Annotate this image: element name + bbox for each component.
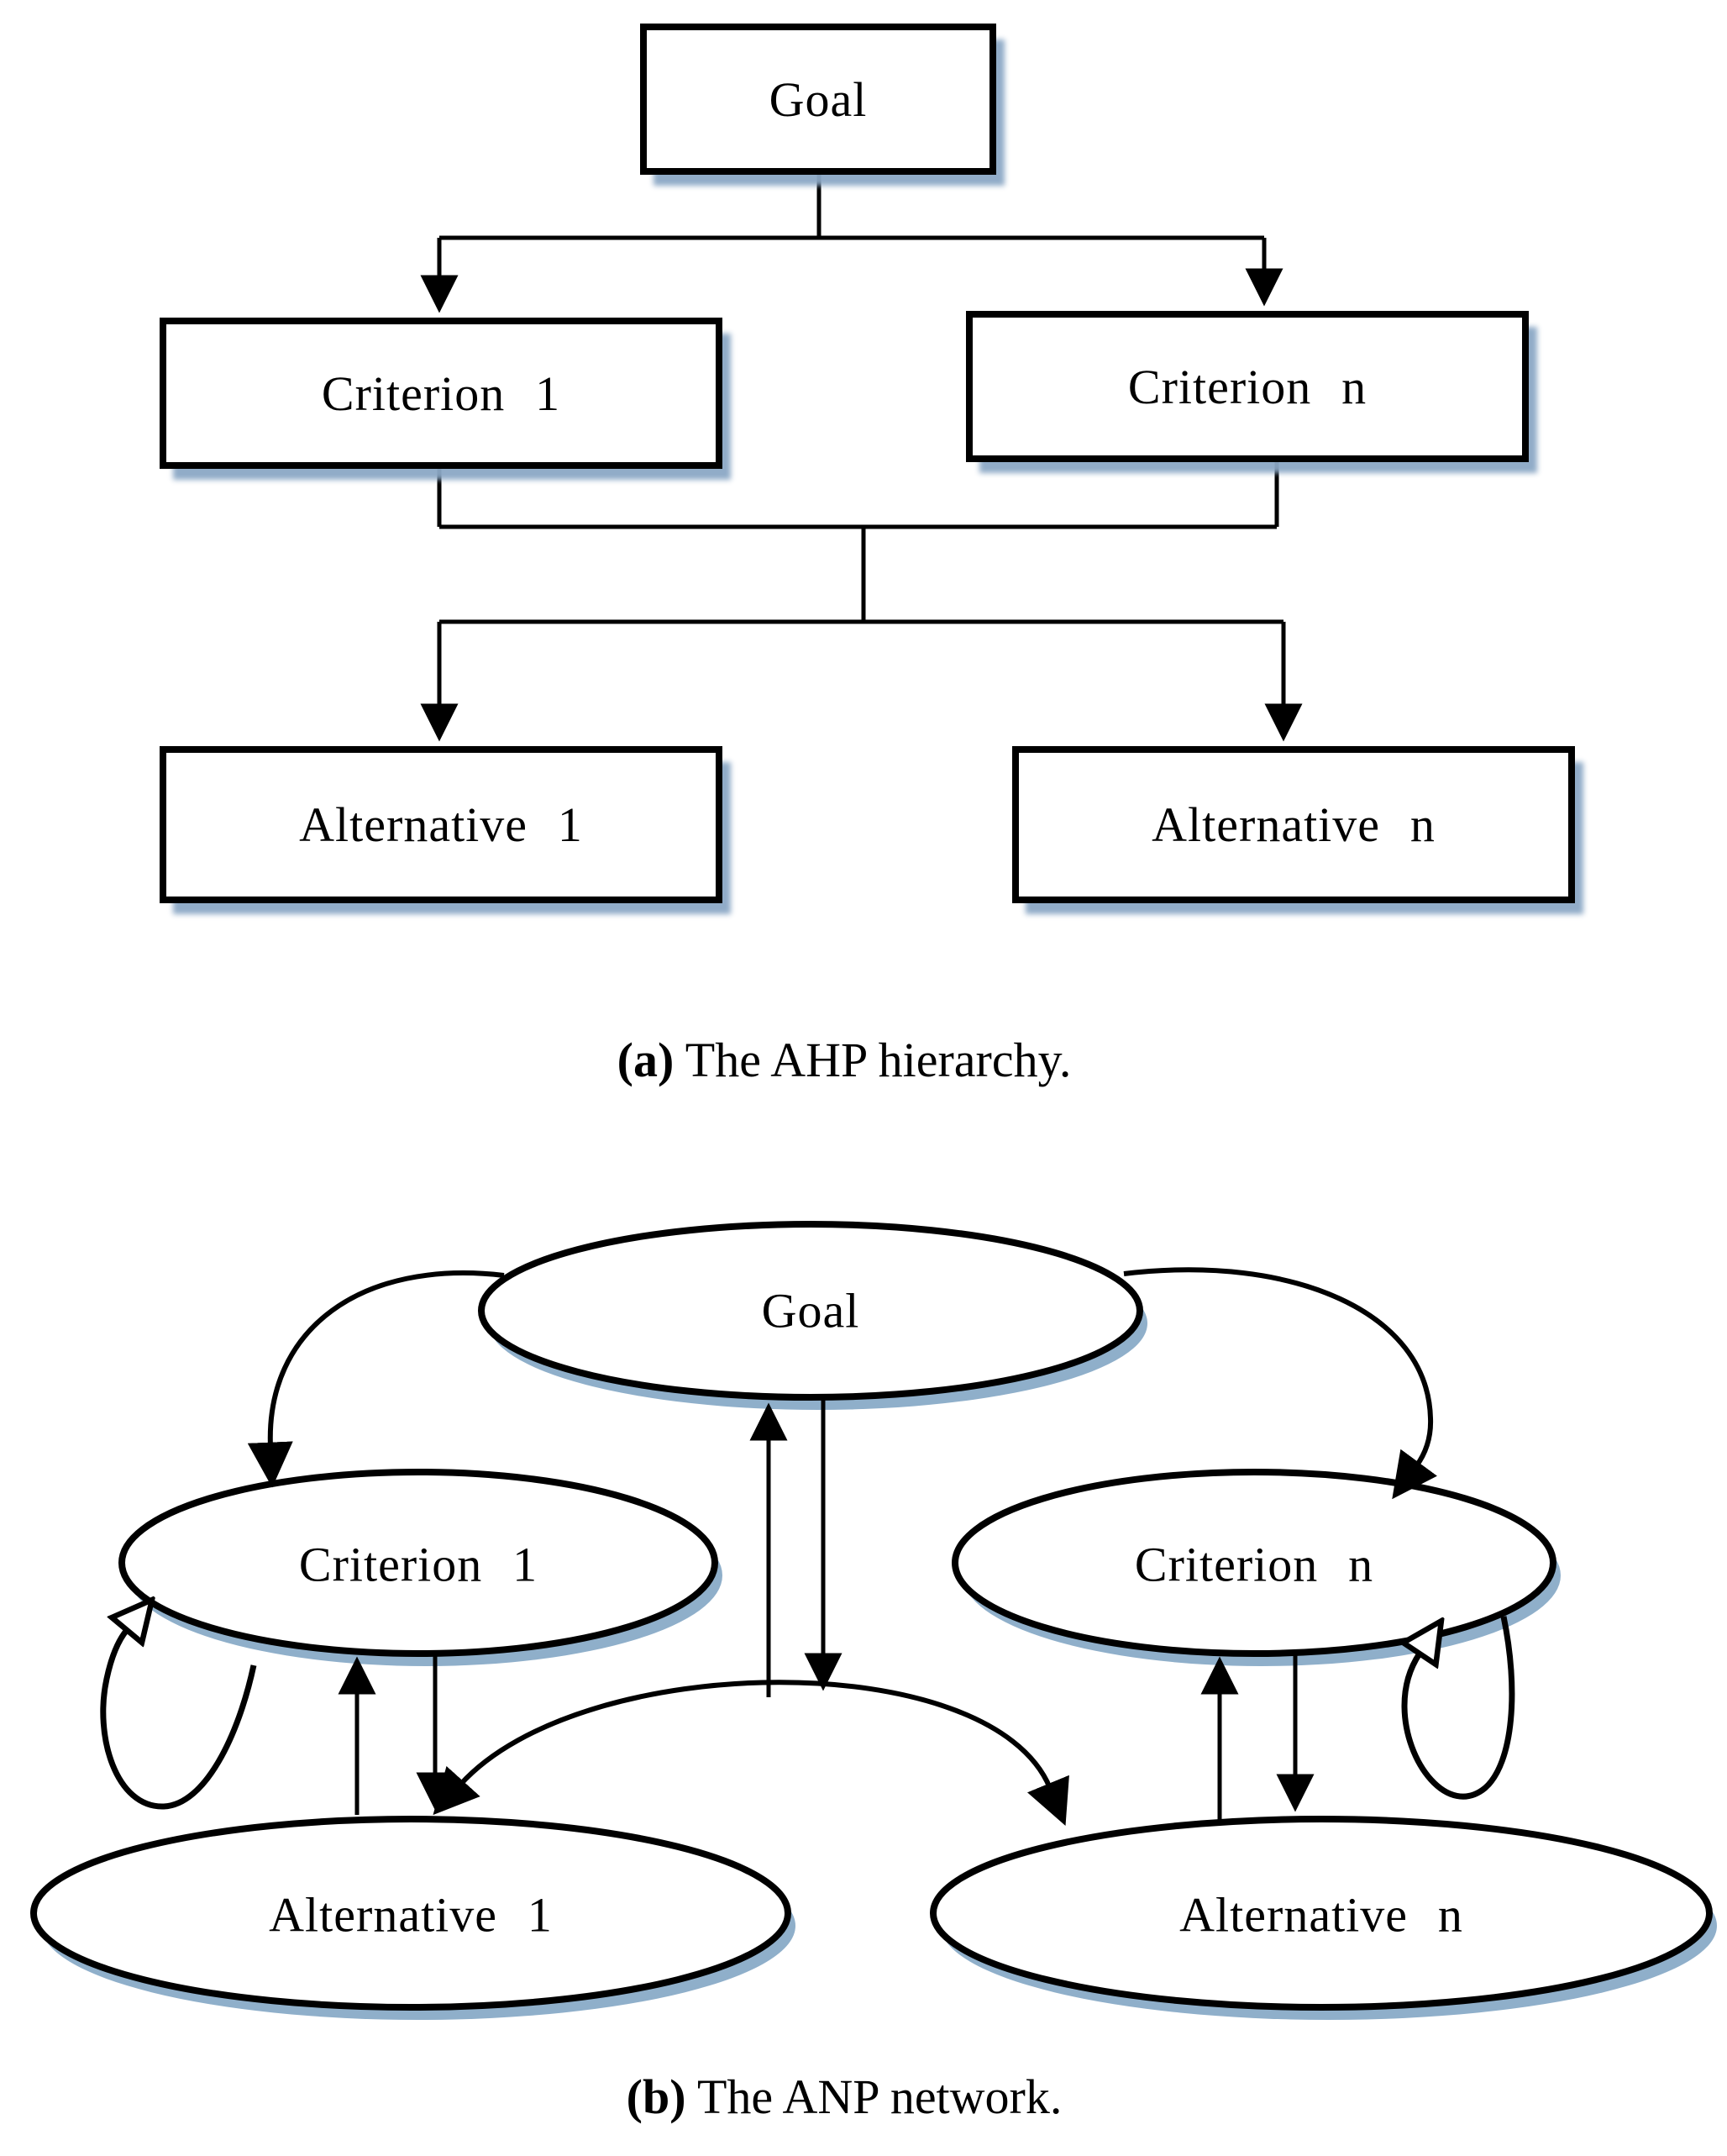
arc-alternative1-alternativeN [433,1680,1069,1826]
goal-ellipse [478,1221,1143,1401]
panel-a-caption: (a) The AHP hierarchy. [0,1032,1688,1088]
goal-ellipse-label: Goal [761,1283,860,1338]
panel-b-caption-prefix: (b) [626,2069,686,2124]
criterion1-self-loop [100,1630,257,1810]
arrow-goal-to-criterionN-curve [1123,1267,1437,1500]
alternative1-ellipse-label: Alternative 1 [269,1887,553,1943]
criterionN-ellipse-label: Criterion n [1134,1537,1374,1592]
alternative1-box: Alternative 1 [160,746,722,903]
alternative1-box-label: Alternative 1 [299,797,583,852]
alternative1-ellipse [30,1816,791,2011]
panel-b-caption-text: The ANP network. [696,2069,1063,2124]
criterionN-box-label: Criterion n [1127,359,1367,414]
panel-a-caption-prefix: (a) [617,1033,675,1087]
panel-b-caption: (b) The ANP network. [0,2069,1688,2125]
alternativeN-box-label: Alternative n [1152,797,1436,852]
arrow-goal-to-criterion1-curve [247,1270,505,1488]
criterion1-box-label: Criterion 1 [321,365,561,421]
goal-box-label: Goal [769,71,868,127]
alternativeN-box: Alternative n [1012,746,1575,903]
criterion1-ellipse [118,1469,718,1657]
criterionN-ellipse [952,1469,1556,1657]
criterionN-self-loop [1404,1617,1515,1800]
alternativeN-ellipse-label: Alternative n [1179,1887,1463,1943]
criterionN-box: Criterion n [966,311,1529,462]
alternativeN-ellipse [930,1816,1713,2011]
criterion1-ellipse-label: Criterion 1 [298,1537,538,1592]
goal-box: Goal [640,24,996,175]
criterion1-box: Criterion 1 [160,318,722,469]
panel-a-caption-text: The AHP hierarchy. [685,1033,1072,1087]
